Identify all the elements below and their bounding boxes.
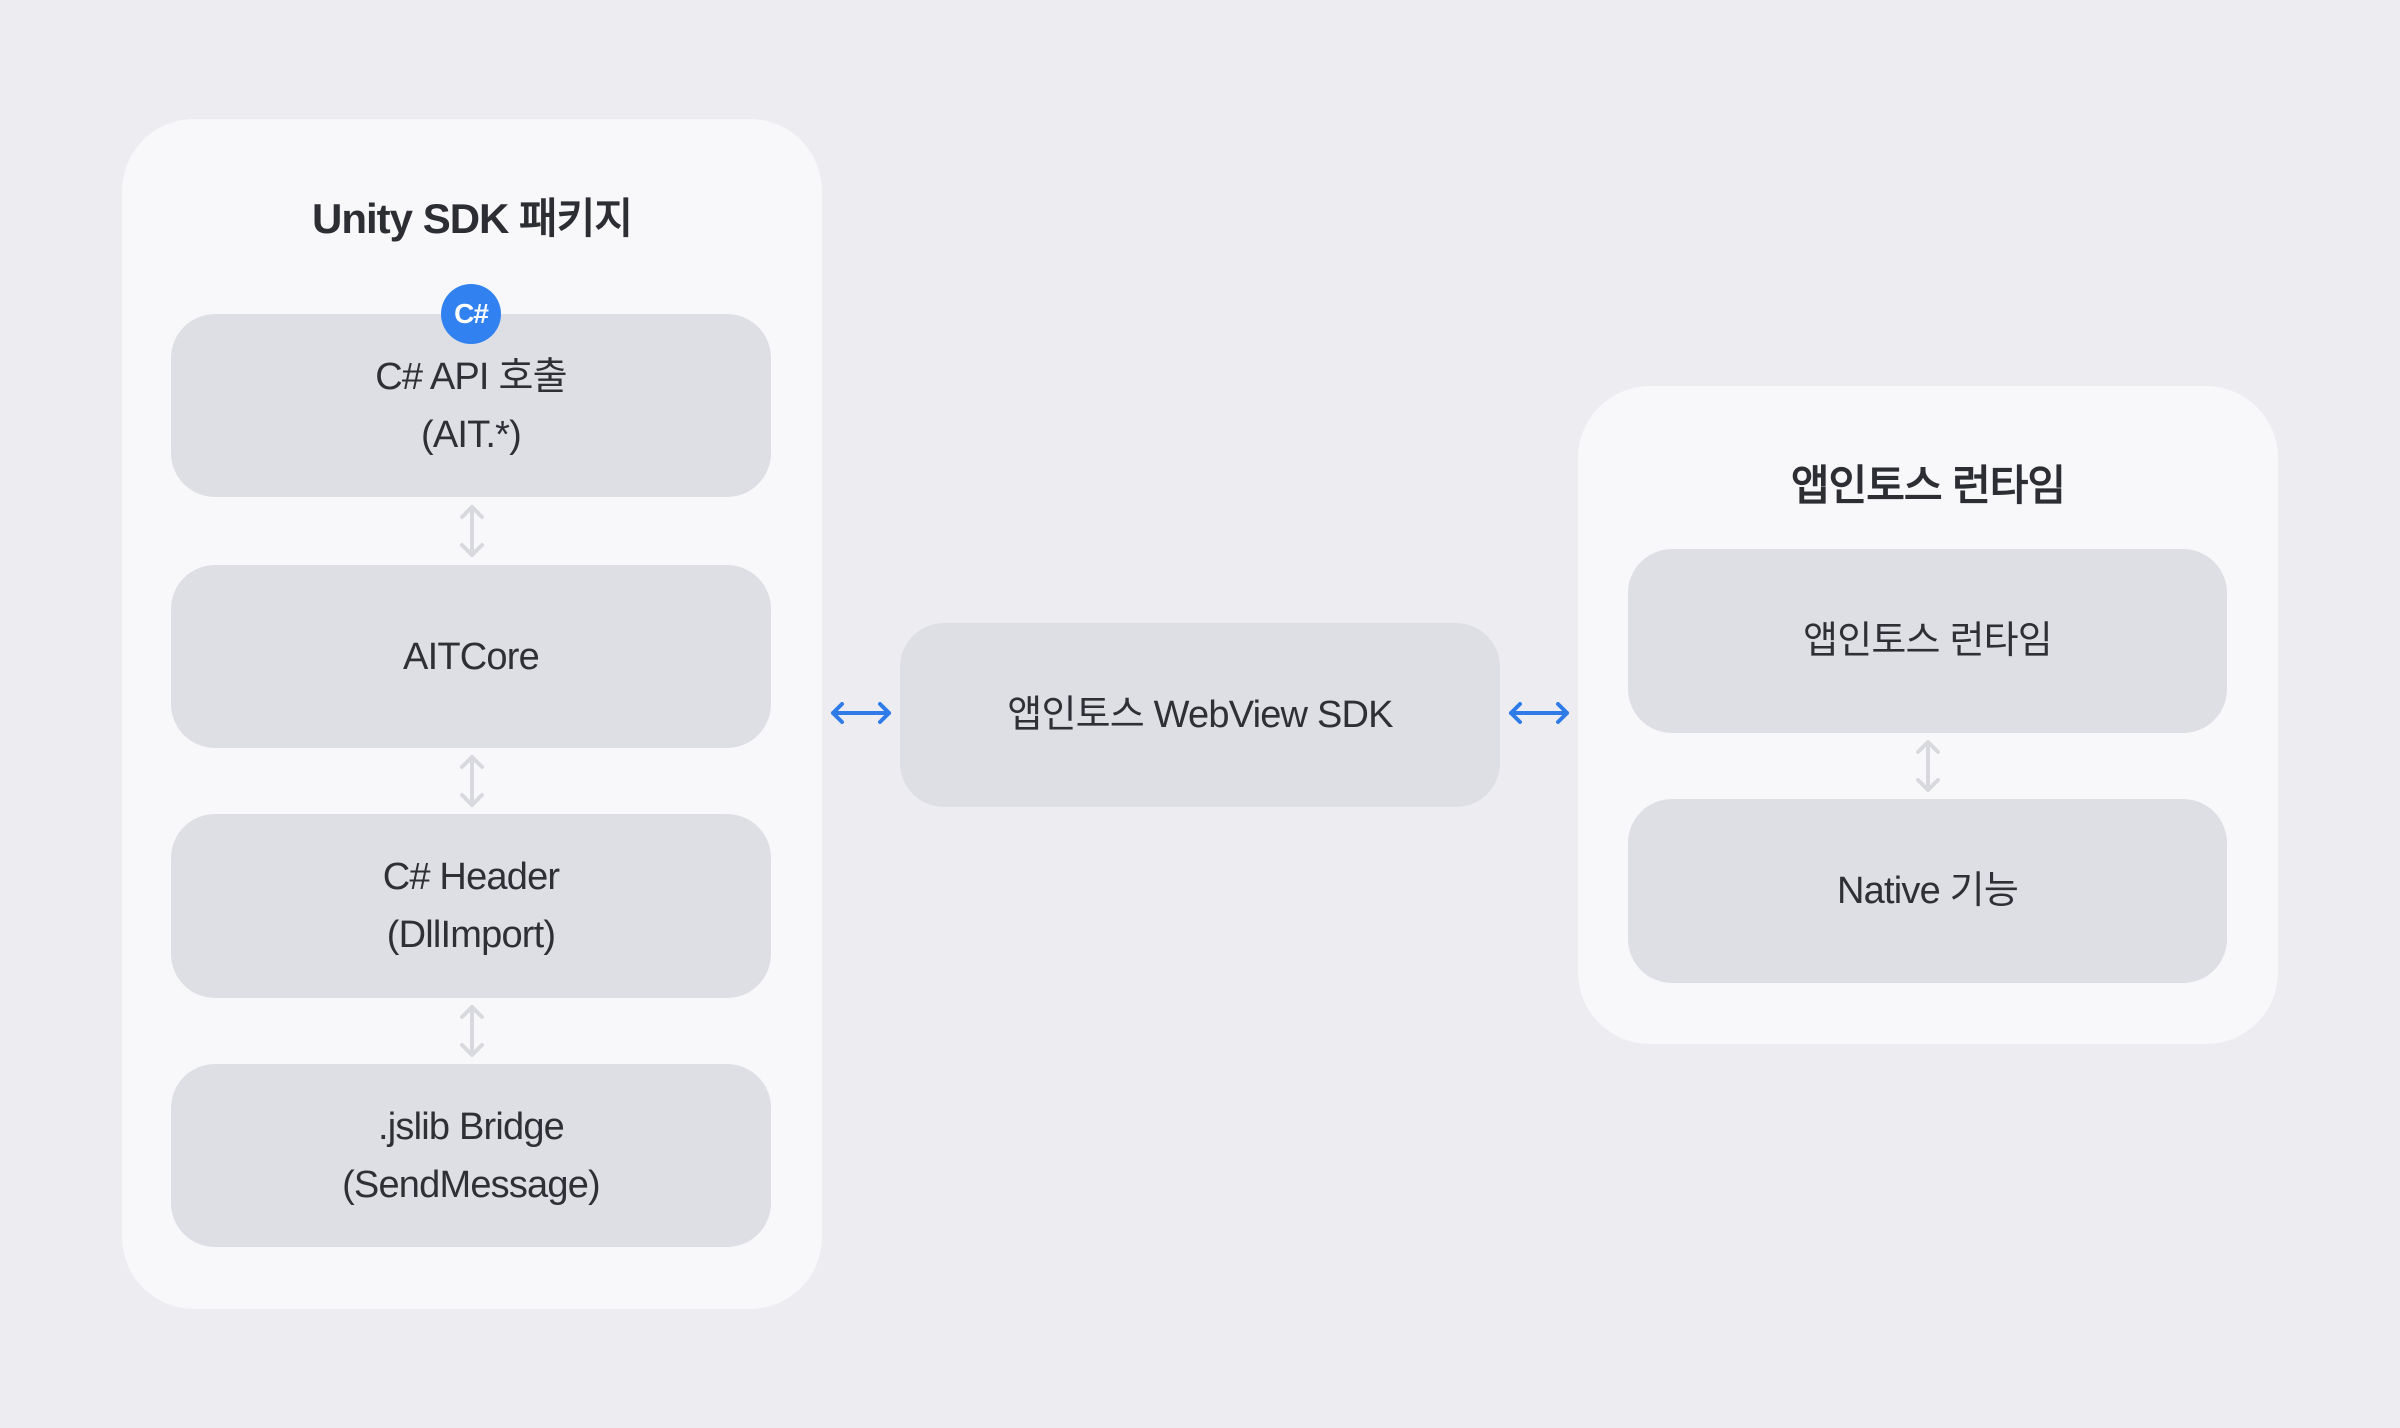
box-label: C# Header [382,856,560,898]
box-sublabel: (SendMessage) [342,1163,601,1206]
csharp-api-call-box: C# API 호출 (AIT.*) [171,314,771,497]
webview-sdk-box: 앱인토스 WebView SDK [900,623,1500,807]
box-label: .jslib Bridge [377,1105,565,1148]
bidirectional-horizontal-arrow-icon [831,702,891,724]
aitcore-box: AITCore [171,565,771,748]
bidirectional-vertical-arrow-icon [1916,740,1940,792]
box-label: C# API 호출 [375,355,567,398]
box-label: Native 기능 [1837,870,2019,912]
box-label: 앱인토스 WebView SDK [1007,694,1393,736]
bidirectional-vertical-arrow-icon [460,755,484,807]
unity-sdk-panel-title: Unity SDK 패키지 [312,195,633,242]
apps-in-toss-runtime-box: 앱인토스 런타임 [1628,549,2227,733]
box-label: 앱인토스 런타임 [1803,620,2053,662]
box-sublabel: (AIT.*) [421,413,522,456]
jslib-bridge-box: .jslib Bridge (SendMessage) [171,1064,771,1247]
runtime-panel-title: 앱인토스 런타임 [1790,462,2066,509]
bidirectional-vertical-arrow-icon [460,505,484,557]
csharp-header-box: C# Header (DllImport) [171,814,771,998]
box-sublabel: (DllImport) [386,914,556,956]
bidirectional-vertical-arrow-icon [460,1005,484,1057]
bidirectional-horizontal-arrow-icon [1509,702,1569,724]
csharp-logo-icon: C# [441,284,501,344]
box-label: AITCore [403,635,540,678]
native-feature-box: Native 기능 [1628,799,2227,983]
